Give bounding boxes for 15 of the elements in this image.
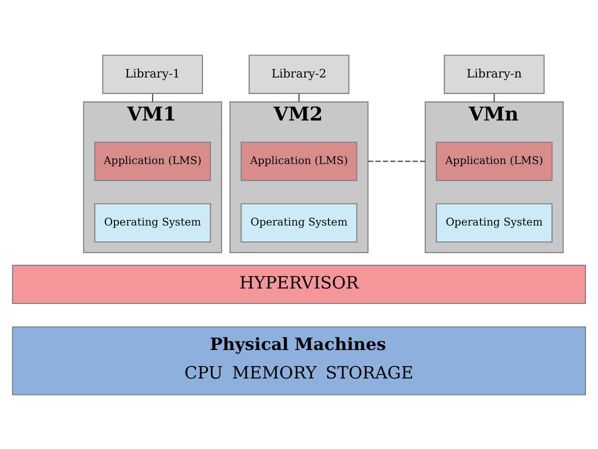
node-box: Application (LMS) (240, 141, 358, 180)
node-box: Library-n (444, 54, 545, 94)
node-box: Operating System (436, 202, 553, 242)
node-box: Operating System (240, 202, 358, 242)
node-box: Operating System (94, 202, 211, 242)
connector (494, 93, 495, 102)
connector (298, 93, 300, 102)
node-box: Library-1 (102, 54, 203, 94)
node-box: Application (LMS) (94, 141, 211, 180)
connector (152, 93, 154, 102)
node-box: Library-2 (248, 54, 350, 94)
node-box: Physical Machines CPU MEMORY STORAGE (12, 326, 586, 395)
connector (368, 160, 426, 162)
node-box: HYPERVISOR (12, 264, 586, 304)
node-box: Application (LMS) (436, 141, 553, 180)
